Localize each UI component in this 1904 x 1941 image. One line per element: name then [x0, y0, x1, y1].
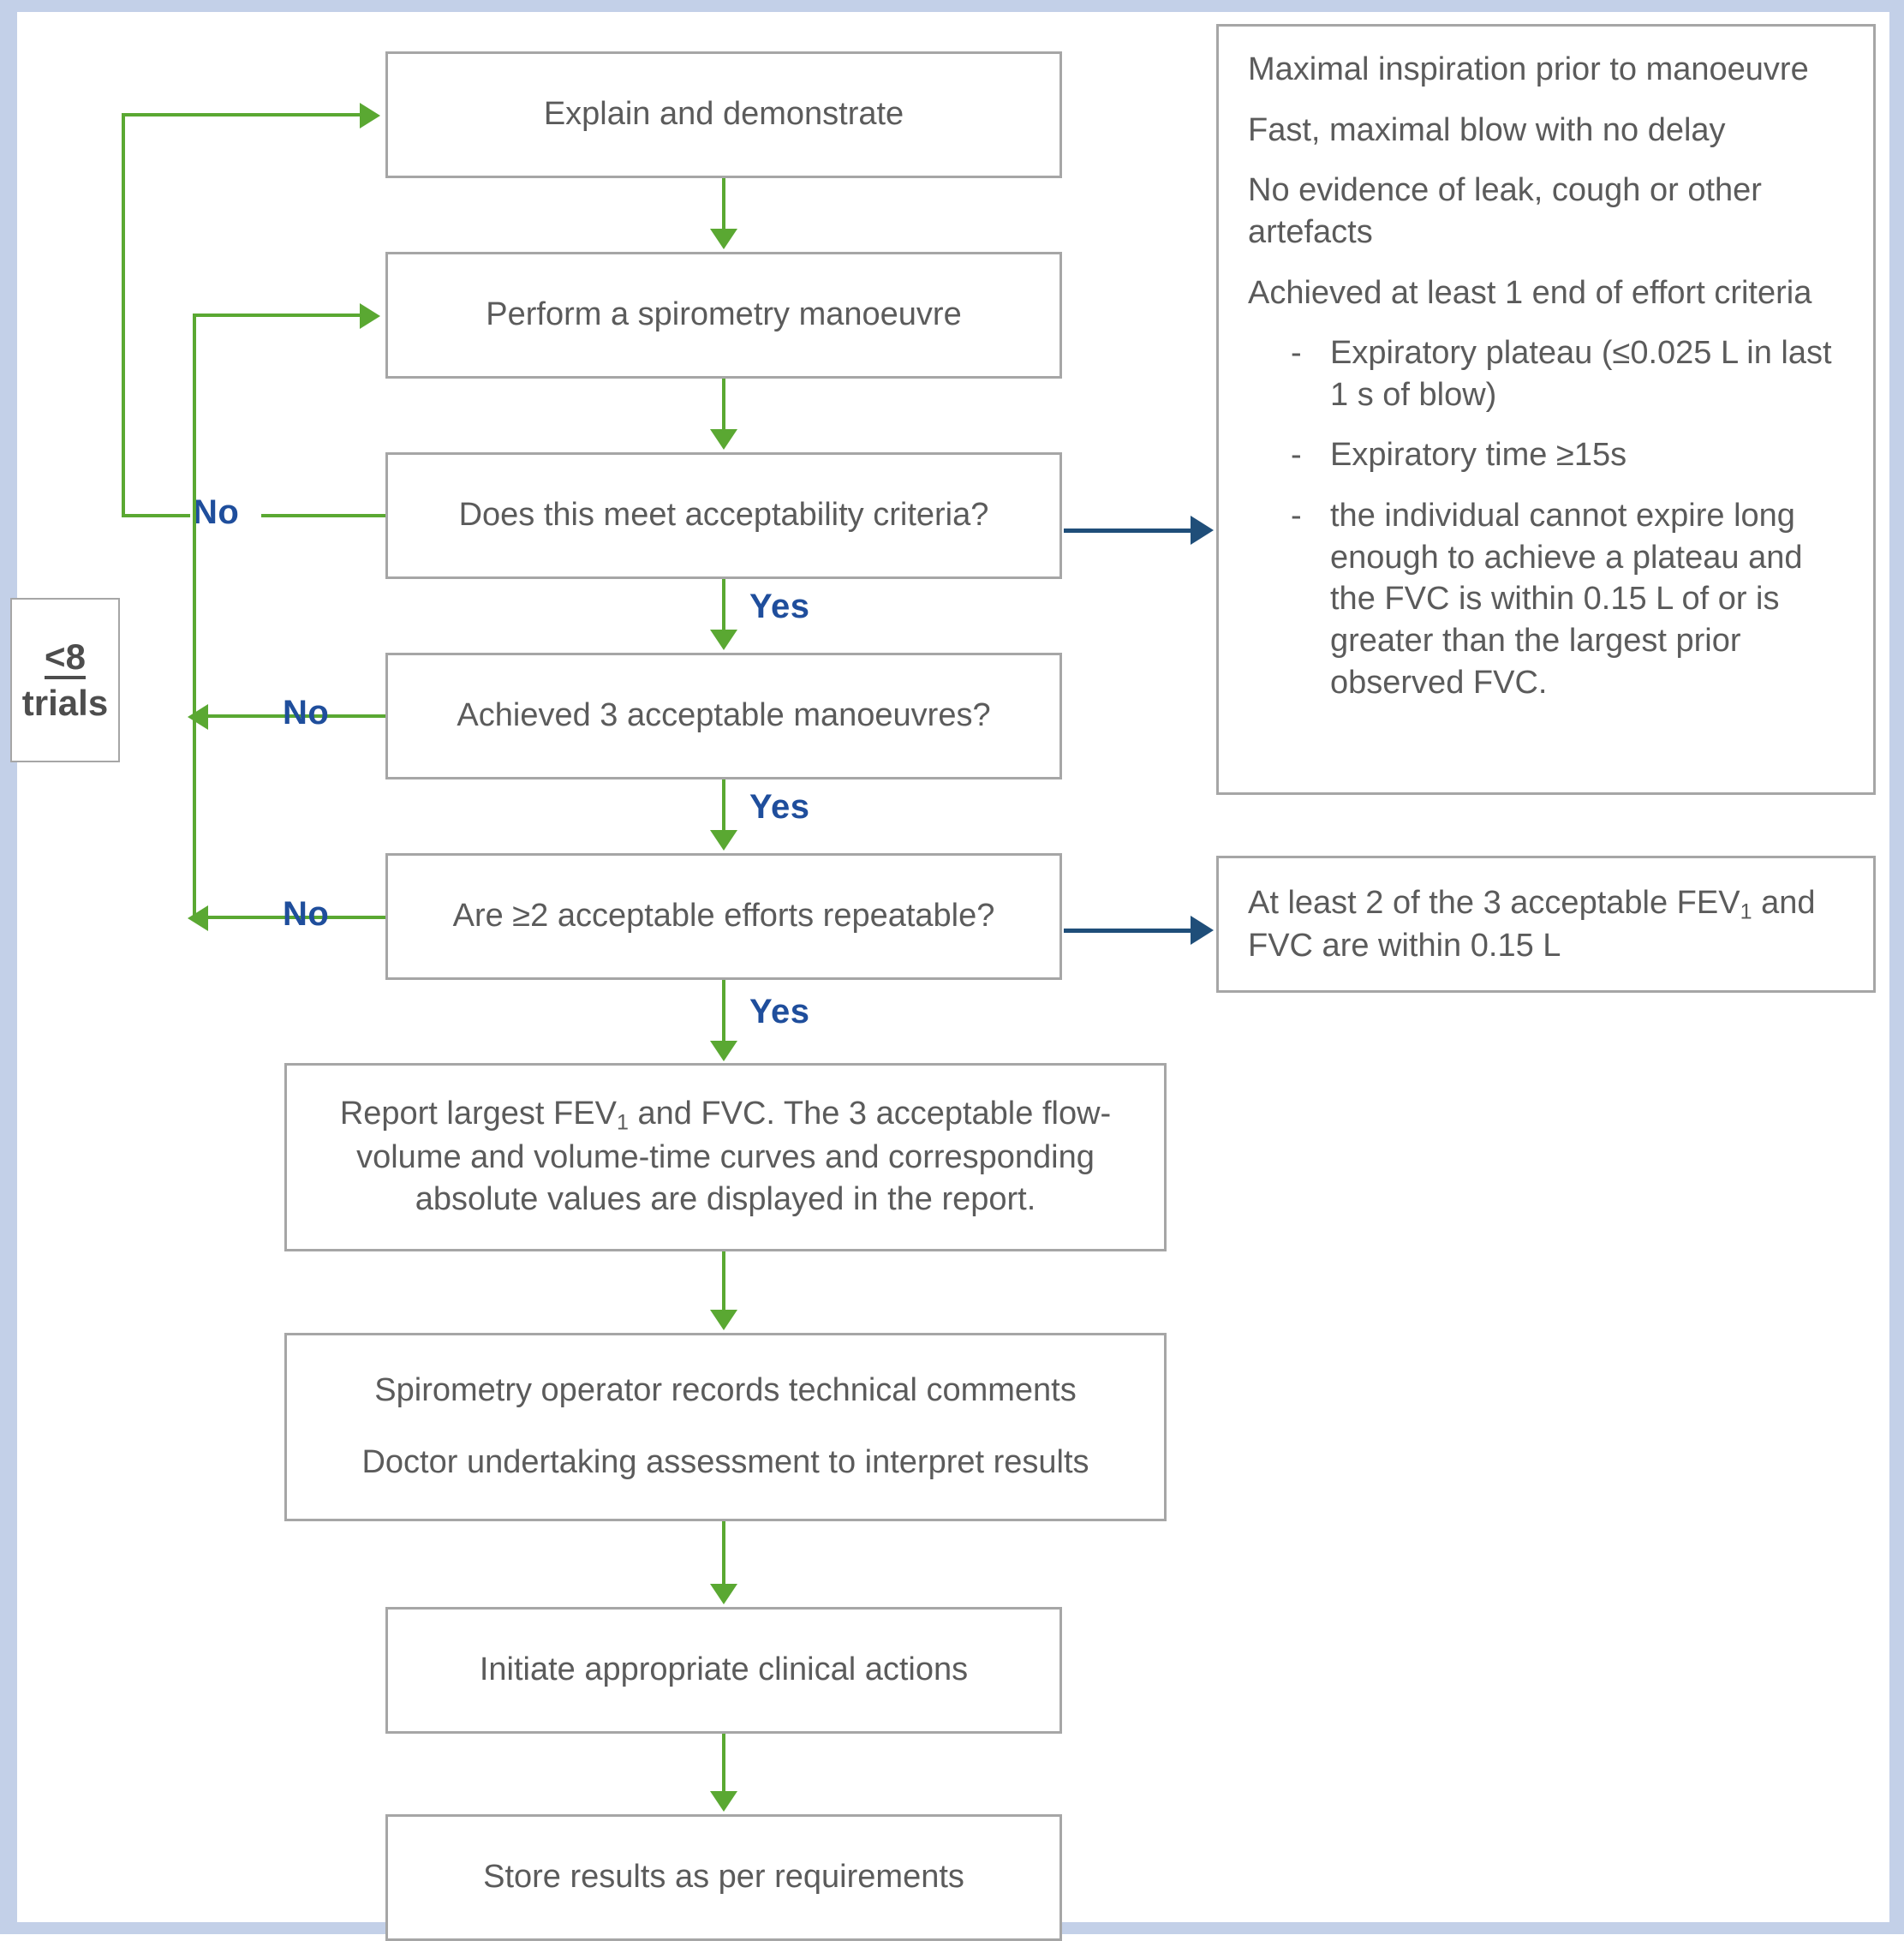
less-than-sign: <	[45, 636, 66, 678]
trials-limit-box: <8 trials	[10, 598, 120, 762]
ref-arrow-acceptability-line	[1064, 529, 1194, 533]
note-line-1: Fast, maximal blow with no delay	[1248, 111, 1726, 148]
loop-outer-vertical	[122, 113, 125, 517]
arrow-report-to-comments-head	[710, 1310, 737, 1330]
node-comments-line-1: Spirometry operator records technical co…	[374, 1372, 1077, 1409]
note-repeatability-text: At least 2 of the 3 acceptable FEV1 and …	[1248, 882, 1847, 967]
label-no-repeatable: No	[283, 895, 330, 933]
label-no-acceptability: No	[193, 493, 240, 531]
trials-count: 8	[65, 636, 86, 678]
arrow-comments-to-actions-head	[710, 1584, 737, 1604]
bullet-dash-icon: -	[1291, 335, 1302, 372]
arrow-repeatable-yes-line	[722, 980, 725, 1043]
repeatability-subscript: 1	[1740, 899, 1752, 923]
node-report-results[interactable]: Report largest FEV1 and FVC. The 3 accep…	[284, 1063, 1167, 1251]
report-fev-text: Report largest FEV	[339, 1096, 617, 1132]
note-bullet-0: -Expiratory plateau (≤0.025 L in last 1 …	[1291, 332, 1847, 415]
node-acceptability-label: Does this meet acceptability criteria?	[458, 497, 989, 534]
node-technical-comments[interactable]: Spirometry operator records technical co…	[284, 1333, 1167, 1521]
note-bullet-list: -Expiratory plateau (≤0.025 L in last 1 …	[1248, 332, 1847, 703]
label-no-three-acceptable: No	[283, 694, 330, 732]
arrow-no-repeatable-stub	[261, 916, 385, 919]
node-clinical-actions[interactable]: Initiate appropriate clinical actions	[385, 1607, 1062, 1734]
node-three-acceptable-manoeuvres[interactable]: Achieved 3 acceptable manoeuvres?	[385, 653, 1062, 779]
arrow-explain-to-perform-line	[722, 178, 725, 231]
node-repeatable-label: Are ≥2 acceptable efforts repeatable?	[452, 898, 995, 935]
ref-arrow-repeatability-head	[1191, 916, 1214, 945]
node-three-acceptable-label: Achieved 3 acceptable manoeuvres?	[457, 697, 991, 734]
note-bullet-2-text: the individual cannot expire long enough…	[1330, 498, 1803, 701]
arrow-no-three-acceptable-join	[208, 714, 261, 718]
note-repeatability-criteria: At least 2 of the 3 acceptable FEV1 and …	[1216, 856, 1876, 993]
repeatability-prefix: At least 2 of the 3 acceptable FEV	[1248, 884, 1740, 921]
label-yes-acceptability: Yes	[749, 588, 810, 625]
node-acceptability-criteria[interactable]: Does this meet acceptability criteria?	[385, 452, 1062, 579]
arrow-comments-to-actions-line	[722, 1521, 725, 1586]
arrow-report-to-comments-line	[722, 1251, 725, 1311]
note-line-0: Maximal inspiration prior to manoeuvre	[1248, 51, 1809, 87]
note-bullet-0-text: Expiratory plateau (≤0.025 L in last 1 s…	[1330, 335, 1832, 413]
arrow-explain-to-perform-head	[710, 229, 737, 249]
node-report-line-3: absolute values are displayed in the rep…	[415, 1181, 1036, 1218]
note-acceptability-criteria: Maximal inspiration prior to manoeuvre F…	[1216, 24, 1876, 795]
report-fev-rest: and FVC. The 3 acceptable flow-	[628, 1096, 1112, 1132]
bullet-dash-icon: -	[1291, 437, 1302, 474]
arrow-no-repeatable-join	[208, 916, 261, 919]
loop-inner-horizontal	[193, 314, 361, 317]
arrow-no-repeatable-head	[188, 905, 208, 931]
arrow-perform-to-acceptability-line	[722, 379, 725, 432]
node-efforts-repeatable[interactable]: Are ≥2 acceptable efforts repeatable?	[385, 853, 1062, 980]
diagram-canvas: <8 trials Explain and demonstrate Perfor…	[10, 12, 1889, 1941]
ref-arrow-repeatability-line	[1064, 929, 1194, 933]
node-report-line-1: Report largest FEV1 and FVC. The 3 accep…	[340, 1093, 1111, 1137]
trials-symbol-wrap: <8	[45, 636, 86, 680]
trials-word: trials	[21, 683, 109, 724]
arrow-perform-to-acceptability-head	[710, 429, 737, 450]
node-explain-and-demonstrate[interactable]: Explain and demonstrate	[385, 51, 1062, 178]
loop-inner-vertical	[193, 314, 196, 917]
loop-outer-horizontal	[122, 113, 361, 116]
arrow-actions-to-store-head	[710, 1791, 737, 1812]
node-report-line-2: volume and volume-time curves and corres…	[356, 1139, 1095, 1176]
loop-outer-arrowhead	[360, 103, 380, 128]
note-line-3: Achieved at least 1 end of effort criter…	[1248, 274, 1812, 311]
arrow-three-acceptable-yes-head	[710, 830, 737, 851]
arrow-acceptability-yes-head	[710, 630, 737, 650]
arrow-acceptability-yes-line	[722, 579, 725, 632]
report-fev-subscript: 1	[616, 1110, 629, 1135]
node-perform-label: Perform a spirometry manoeuvre	[486, 296, 962, 333]
note-bullet-1: -Expiratory time ≥15s	[1291, 434, 1847, 476]
note-bullet-2: -the individual cannot expire long enoug…	[1291, 495, 1847, 703]
arrow-actions-to-store-line	[722, 1734, 725, 1794]
bullet-dash-icon: -	[1291, 498, 1302, 534]
arrow-three-acceptable-yes-line	[722, 779, 725, 833]
node-perform-manoeuvre[interactable]: Perform a spirometry manoeuvre	[385, 252, 1062, 379]
node-store-results-label: Store results as per requirements	[483, 1859, 964, 1896]
note-bullet-1-text: Expiratory time ≥15s	[1330, 437, 1627, 474]
node-store-results[interactable]: Store results as per requirements	[385, 1814, 1062, 1941]
node-explain-label: Explain and demonstrate	[543, 96, 904, 133]
arrow-no-three-acceptable-stub	[261, 714, 385, 718]
node-comments-line-2: Doctor undertaking assessment to interpr…	[361, 1444, 1089, 1481]
loop-inner-arrowhead	[360, 303, 380, 329]
node-clinical-actions-label: Initiate appropriate clinical actions	[479, 1651, 969, 1688]
label-yes-three-acceptable: Yes	[749, 788, 810, 826]
label-yes-repeatable: Yes	[749, 993, 810, 1030]
arrow-repeatable-yes-head	[710, 1041, 737, 1061]
note-line-2: No evidence of leak, cough or other arte…	[1248, 172, 1762, 250]
arrow-no-three-acceptable-head	[188, 704, 208, 730]
ref-arrow-acceptability-head	[1191, 516, 1214, 545]
arrow-no-acceptability-stub2	[122, 514, 190, 517]
arrow-no-acceptability-stub	[261, 514, 385, 517]
repeatability-suffix: and FVC are within 0.15 L	[1248, 884, 1816, 964]
less-than-or-equal-symbol: <8	[45, 636, 86, 680]
